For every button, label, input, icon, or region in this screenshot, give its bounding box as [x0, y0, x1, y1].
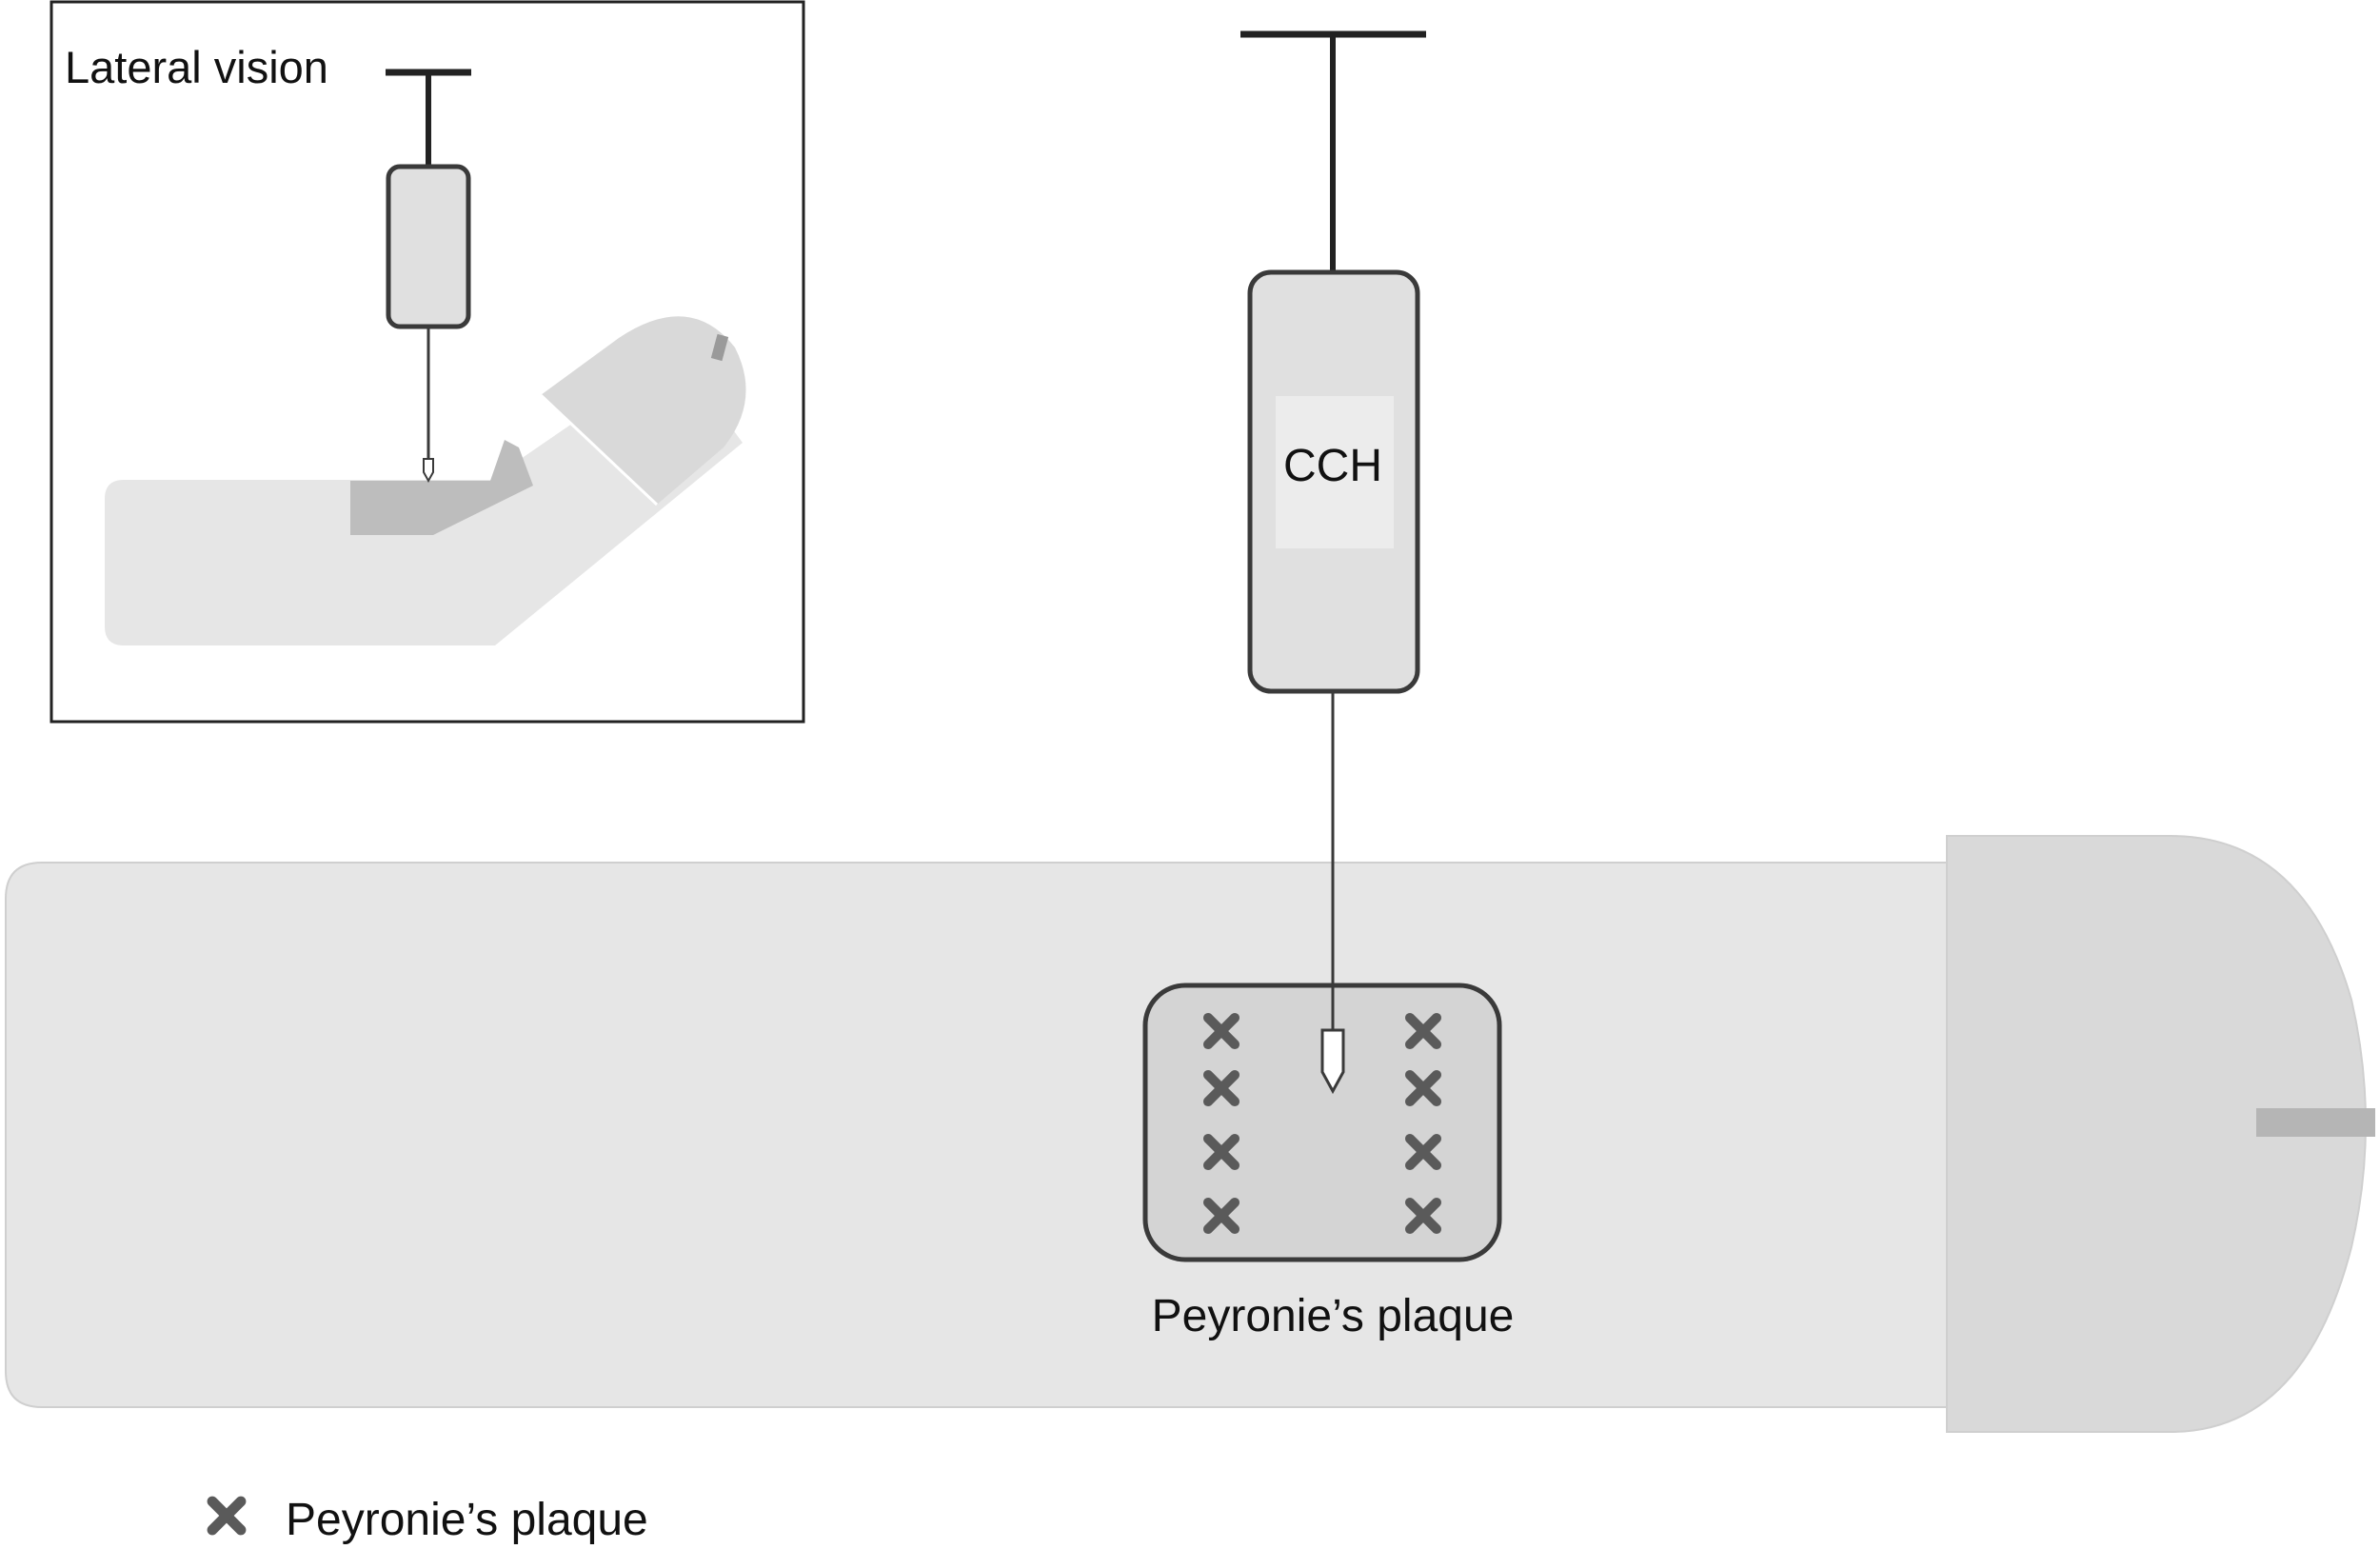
needle-tip	[1320, 1028, 1345, 1095]
x-mark-icon	[1202, 1133, 1240, 1171]
x-mark-icon	[1404, 1012, 1442, 1050]
x-mark-icon	[207, 1496, 247, 1536]
syringe-label: CCH	[1283, 441, 1382, 491]
legend-label: Peyronie’s plaque	[286, 1495, 648, 1545]
lateral-vision-inset: Lateral vision	[50, 0, 805, 724]
x-mark-icon	[1202, 1197, 1240, 1235]
inset-title: Lateral vision	[65, 42, 328, 92]
x-mark-icon	[1404, 1069, 1442, 1107]
plaque-region: Peyronie’s plaque	[1142, 983, 1515, 1341]
syringe-label-area	[1276, 396, 1394, 548]
x-mark-icon	[1404, 1197, 1442, 1235]
x-mark-icon	[1404, 1133, 1442, 1171]
inset-plaque	[350, 440, 533, 535]
inset-syringe	[386, 69, 471, 484]
plaque-label: Peyronie’s plaque	[1152, 1291, 1515, 1341]
inset-glans	[541, 316, 746, 505]
x-mark-icon	[1202, 1012, 1240, 1050]
inset-needle-tip	[423, 458, 434, 484]
urethral-meatus-mark	[2256, 1108, 2375, 1137]
inset-penis-shape	[105, 316, 746, 645]
penile-shaft	[5, 862, 1948, 1408]
cch-syringe: CCH	[1240, 30, 1426, 1095]
inset-meatus-mark	[710, 333, 729, 362]
plaque-outline	[1142, 983, 1502, 1262]
injection-site-marks	[1202, 1012, 1442, 1235]
x-mark-icon	[1202, 1069, 1240, 1107]
x-mark-icon	[207, 1496, 247, 1536]
inset-syringe-barrel	[386, 164, 471, 329]
legend: Peyronie’s plaque	[207, 1495, 648, 1545]
inset-glans-divider	[539, 393, 659, 506]
